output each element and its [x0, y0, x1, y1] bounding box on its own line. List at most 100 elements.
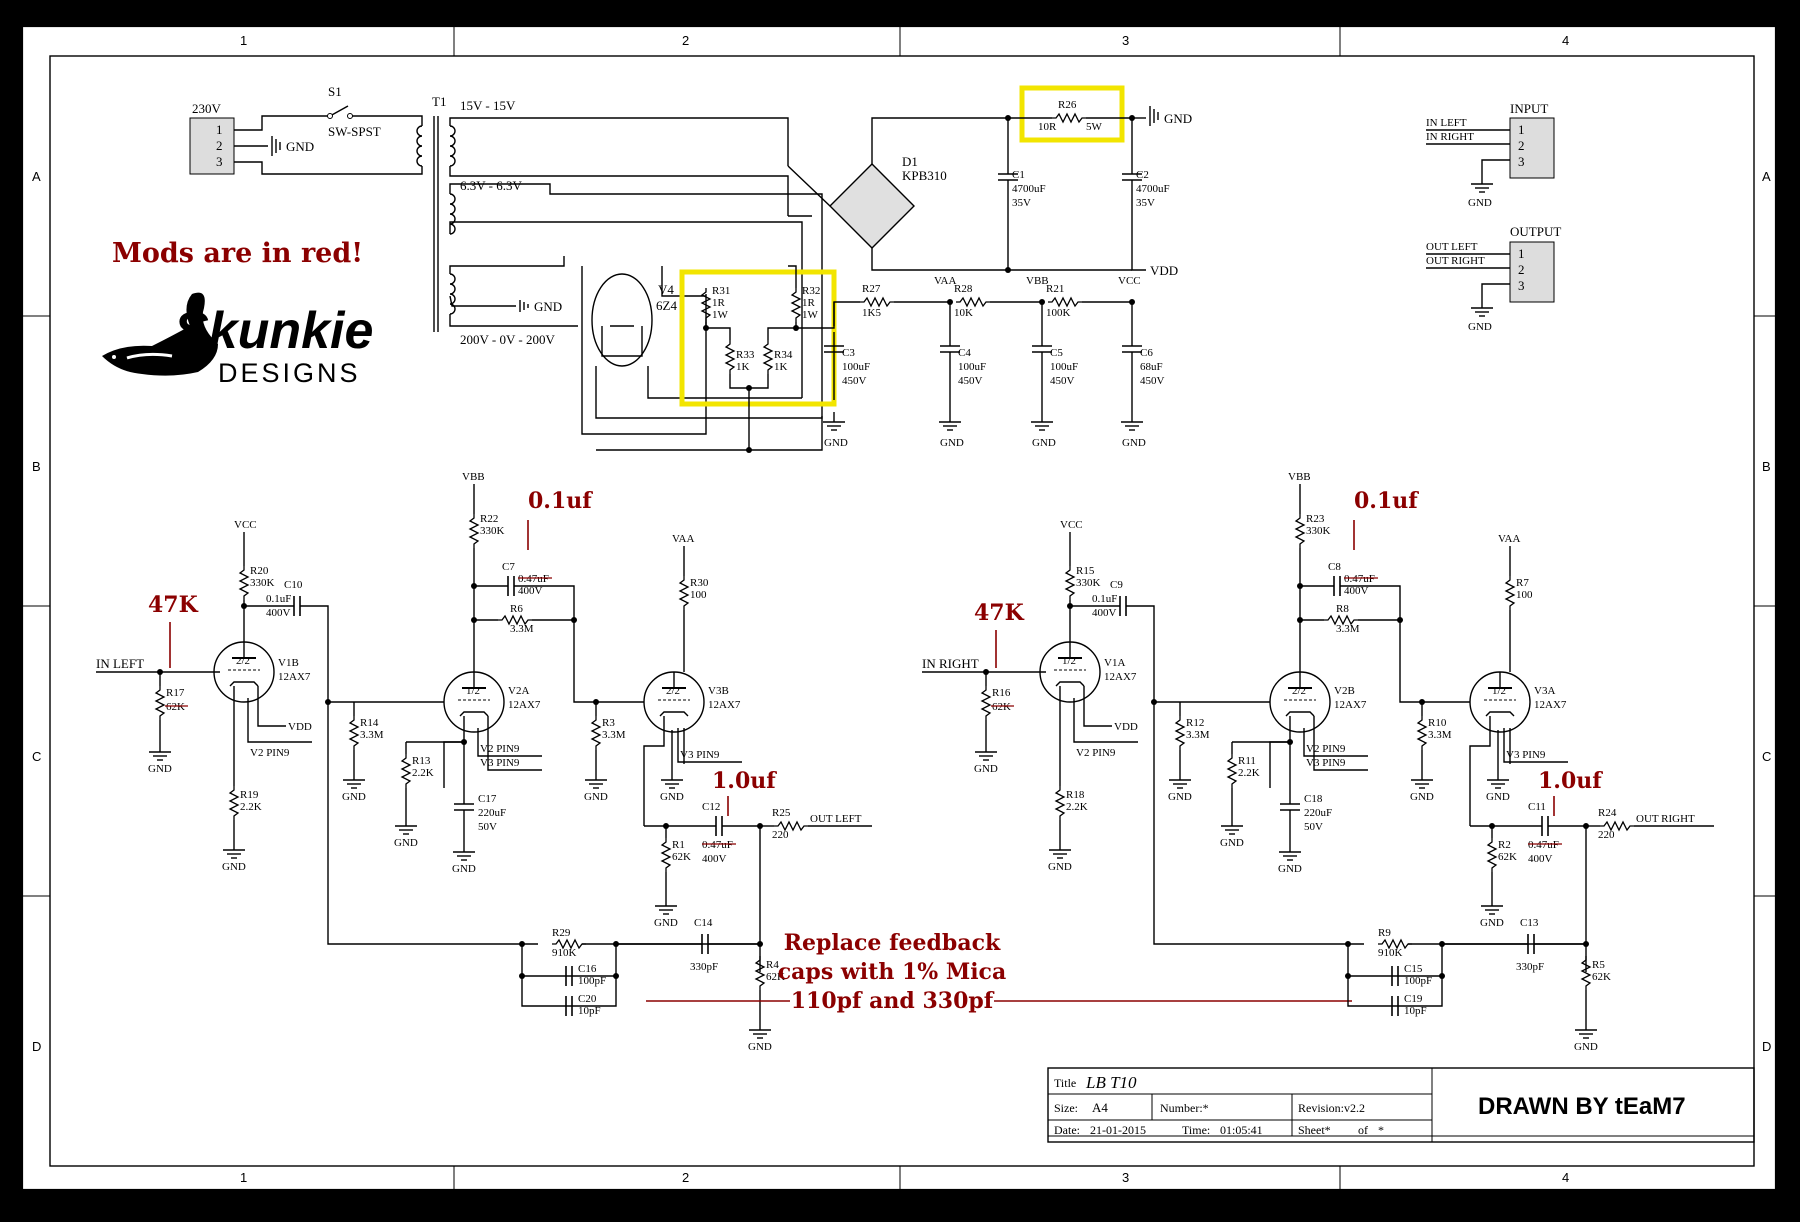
v2a-half: 1/2: [466, 685, 480, 697]
row-label-c-right: C: [1762, 749, 1771, 764]
r6-label: R6: [510, 603, 523, 615]
r23-val: 330K: [1306, 525, 1331, 537]
r2-gnd: GND: [1480, 917, 1504, 929]
v1a-half: 1/2: [1062, 655, 1076, 667]
c7-label: C7: [502, 561, 515, 573]
r16-label: R16: [992, 687, 1011, 699]
c4-label: C4: [958, 347, 971, 359]
v3b-type: 12AX7: [708, 699, 741, 711]
r13-val: 2.2K: [412, 767, 434, 779]
input-in-right: IN RIGHT: [1426, 131, 1474, 143]
v3b-half: 2/2: [666, 685, 680, 697]
power-supply: 230V 1 2 3 S1 SW-SPST GND T1 15V - 15V 6…: [189, 84, 1192, 453]
r24-label: R24: [1598, 807, 1617, 819]
title-value: LB T10: [1085, 1073, 1137, 1092]
v1b-label: V1B: [278, 657, 299, 669]
r4-label: R4: [766, 959, 779, 971]
c13-val: 330pF: [1516, 961, 1544, 973]
input-pin2: 2: [1518, 138, 1525, 153]
c8-v: 400V: [1344, 585, 1369, 597]
r7-val: 100: [1516, 589, 1533, 601]
c16-label: C16: [578, 963, 597, 975]
col-label-2-bottom: 2: [682, 1170, 689, 1185]
input-title: INPUT: [1510, 101, 1548, 116]
time-value: 01:05:41: [1220, 1123, 1263, 1137]
c12-v: 400V: [702, 853, 727, 865]
r17-gnd: GND: [148, 763, 172, 775]
output-gnd: GND: [1468, 321, 1492, 333]
row-label-d-right: D: [1762, 1039, 1771, 1054]
row-label-a: A: [32, 169, 41, 184]
c9-v: 400V: [1092, 607, 1117, 619]
r32-val: 1R: [802, 297, 816, 309]
r4-gnd: GND: [748, 1041, 772, 1053]
left-v2pin9-b: V2 PIN9: [480, 743, 520, 755]
c2-val: 4700uF: [1136, 183, 1170, 195]
r33-label: R33: [736, 349, 755, 361]
r12-val: 3.3M: [1186, 729, 1210, 741]
c8-label: C8: [1328, 561, 1341, 573]
r17-label: R17: [166, 687, 185, 699]
sheet-label: Sheet*: [1298, 1123, 1331, 1137]
v1b-type: 12AX7: [278, 671, 311, 683]
schematic-sheet: 1 2 3 4 1 2 3 4 A B C D A B C D Mods are…: [22, 26, 1776, 1190]
bridge-type: KPB310: [902, 168, 947, 183]
left-v2pin9-a: V2 PIN9: [250, 747, 290, 759]
c1-val: 4700uF: [1012, 183, 1046, 195]
r13-gnd: GND: [394, 837, 418, 849]
col-label-3: 3: [1122, 33, 1129, 48]
r25-val: 220: [772, 829, 789, 841]
row-label-a-right: A: [1762, 169, 1771, 184]
row-label-b-right: B: [1762, 459, 1771, 474]
c17-val: 220uF: [478, 807, 506, 819]
c13-label: C13: [1520, 917, 1539, 929]
r19-gnd: GND: [222, 861, 246, 873]
c9-val: 0.1uF: [1092, 593, 1117, 605]
c5-val: 100uF: [1050, 361, 1078, 373]
r2-label: R2: [1498, 839, 1511, 851]
r31-label: R31: [712, 285, 730, 297]
title-label: Title: [1054, 1076, 1076, 1090]
r3-label: R3: [602, 717, 615, 729]
r17-old: 62K: [166, 701, 185, 713]
col-label-2: 2: [682, 33, 689, 48]
highlight-r26: [1019, 85, 1125, 143]
left-v3pin9-b: V3 PIN9: [480, 757, 520, 769]
r10-label: R10: [1428, 717, 1447, 729]
col-label-1: 1: [240, 33, 247, 48]
mains-gnd: GND: [286, 139, 314, 154]
r29-val: 910K: [552, 947, 577, 959]
r25-label: R25: [772, 807, 791, 819]
c1-label: C1: [1012, 169, 1025, 181]
c19-val: 10pF: [1404, 1005, 1427, 1017]
r5-gnd: GND: [1574, 1041, 1598, 1053]
c2-v: 35V: [1136, 197, 1155, 209]
v2b-label: V2B: [1334, 685, 1355, 697]
psu-gnd-top: GND: [1164, 111, 1192, 126]
feedback-note-3: 110pf and 330pf: [791, 988, 995, 1014]
v2b-half: 2/2: [1292, 685, 1306, 697]
input-gnd: GND: [1468, 197, 1492, 209]
output-title: OUTPUT: [1510, 224, 1561, 239]
left-vaa: VAA: [672, 533, 694, 545]
mains-pin1: 1: [216, 122, 223, 137]
switch-type: SW-SPST: [328, 124, 381, 139]
c11-mod: 1.0uf: [1538, 768, 1603, 794]
output-out-right: OUT RIGHT: [1426, 255, 1485, 267]
c4-val: 100uF: [958, 361, 986, 373]
c1-v: 35V: [1012, 197, 1031, 209]
r18-label: R18: [1066, 789, 1085, 801]
r9-val: 910K: [1378, 947, 1403, 959]
r11-label: R11: [1238, 755, 1256, 767]
c2-label: C2: [1136, 169, 1149, 181]
tap-200v: 200V - 0V - 200V: [460, 332, 555, 347]
left-vbb: VBB: [462, 471, 485, 483]
right-v3pin9-c: V3 PIN9: [1506, 749, 1546, 761]
c11-old: 0.47uF: [1528, 839, 1559, 851]
of-label: of: [1358, 1123, 1368, 1137]
r14-label: R14: [360, 717, 379, 729]
c18-v: 50V: [1304, 821, 1323, 833]
v3b-label: V3B: [708, 685, 729, 697]
r1-val: 62K: [672, 851, 691, 863]
r7-label: R7: [1516, 577, 1529, 589]
